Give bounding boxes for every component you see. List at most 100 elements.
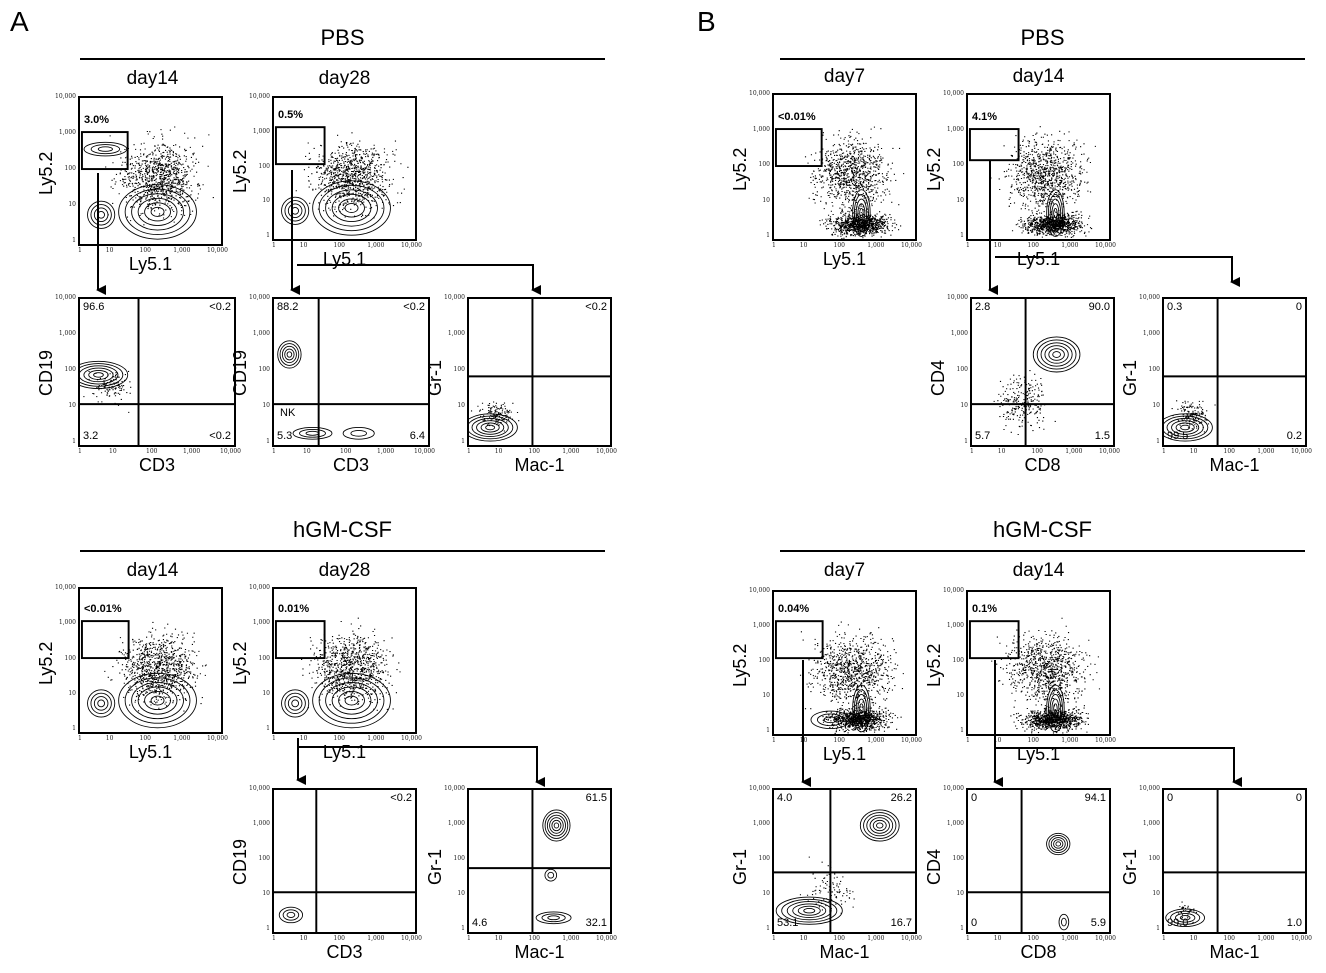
y-tick-label: 100 xyxy=(258,654,270,662)
contour-line xyxy=(547,915,560,921)
quadrant-value-ul: 88.2 xyxy=(277,301,299,313)
x-tick-label: 10,000 xyxy=(596,935,617,942)
contour-line xyxy=(480,422,500,433)
contour-line xyxy=(1036,339,1077,370)
contour-line xyxy=(90,204,112,226)
y-tick-label: 1,000 xyxy=(946,820,964,827)
x-tick-label: 1 xyxy=(966,737,970,744)
x-tick-label: 1 xyxy=(1162,448,1166,455)
quadrant-value-ur: 61.5 xyxy=(585,792,607,804)
y-tick-label: 1 xyxy=(266,725,270,732)
contour-line xyxy=(131,681,184,720)
x-tick-label: 10,000 xyxy=(1291,935,1312,942)
contour-line xyxy=(118,672,197,729)
x-tick-label: 100 xyxy=(1223,448,1235,455)
x-axis-label: Mac-1 xyxy=(1209,942,1260,962)
y-tick-label: 1,000 xyxy=(252,330,270,337)
contour-line xyxy=(853,193,869,233)
contour-line xyxy=(775,896,843,925)
gate-arrow xyxy=(995,747,1242,787)
x-tick-label: 100 xyxy=(833,935,845,942)
day-label: day7 xyxy=(823,66,866,87)
y-tick-label: 1 xyxy=(72,725,76,732)
y-tick-label: 1,000 xyxy=(752,622,770,629)
y-tick-label: 100 xyxy=(952,855,964,862)
quadrant-plot xyxy=(467,788,612,934)
gate-percentage: 0.04% xyxy=(778,603,810,615)
gate-plot xyxy=(772,590,917,736)
event-dots xyxy=(295,132,409,219)
x-tick-label: 1 xyxy=(772,935,776,942)
x-tick-label: 1,000 xyxy=(173,735,191,742)
x-axis-label: Mac-1 xyxy=(514,942,565,962)
contour-line xyxy=(816,713,844,727)
x-tick-label: 10,000 xyxy=(901,935,922,942)
x-axis-label: CD8 xyxy=(1020,942,1057,962)
y-tick-label: 10,000 xyxy=(55,294,76,301)
x-axis-label: Ly5.1 xyxy=(822,744,867,764)
panel-letter-b: B xyxy=(697,6,716,37)
x-tick-label: 10 xyxy=(799,242,808,249)
y-tick-label: 100 xyxy=(758,161,770,168)
x-tick-label: 1,000 xyxy=(1065,448,1083,455)
group-rule xyxy=(80,550,605,552)
event-dots xyxy=(105,126,214,226)
y-tick-label: 10,000 xyxy=(943,785,964,792)
contour-line xyxy=(469,415,514,440)
contour-line xyxy=(853,689,869,728)
contour-line xyxy=(284,692,306,715)
y-tick-label: 10,000 xyxy=(1139,294,1160,301)
x-tick-label: 100 xyxy=(139,247,151,254)
contour-line xyxy=(1047,689,1063,728)
x-tick-label: 10,000 xyxy=(207,247,228,254)
y-tick-label: 1 xyxy=(461,925,465,932)
contour-line xyxy=(291,699,299,708)
x-tick-label: 1 xyxy=(772,242,776,249)
y-tick-label: 1,000 xyxy=(752,820,770,827)
gate-percentage: <0.01% xyxy=(84,603,122,615)
contour-line xyxy=(1044,345,1069,364)
y-tick-label: 10,000 xyxy=(249,785,270,792)
quadrant-plot xyxy=(467,297,612,447)
quadrant-value-lr: 1.5 xyxy=(1094,430,1110,442)
quadrant-value-ur: <0.2 xyxy=(403,301,425,313)
contour-line xyxy=(331,686,372,715)
contour-line xyxy=(80,360,129,389)
quadrant-value-ur: 0 xyxy=(1295,792,1302,804)
y-tick-label: 10 xyxy=(956,692,964,699)
group-rule xyxy=(780,550,1305,552)
contour-line xyxy=(118,184,197,240)
quadrant-value-lr: 0.2 xyxy=(1286,430,1302,442)
x-tick-label: 10,000 xyxy=(901,242,922,249)
x-tick-label: 1 xyxy=(772,737,776,744)
y-tick-label: 10 xyxy=(1152,890,1160,897)
gate-box xyxy=(968,128,1020,162)
x-tick-label: 10 xyxy=(105,735,114,742)
quadrant-plot xyxy=(1162,297,1307,447)
y-tick-label: 1 xyxy=(72,438,76,445)
quadrant-value-ll: 5.7 xyxy=(975,430,991,442)
contour-line xyxy=(93,207,109,223)
contour-line xyxy=(299,428,326,438)
contour-line xyxy=(1165,908,1206,927)
y-tick-label: 10 xyxy=(262,890,270,897)
y-tick-label: 10,000 xyxy=(55,93,76,100)
x-tick-label: 100 xyxy=(1027,242,1039,249)
x-tick-label: 10 xyxy=(993,935,1002,942)
x-tick-label: 10 xyxy=(299,242,308,249)
x-tick-label: 1,000 xyxy=(367,935,385,942)
contour-line xyxy=(852,684,871,733)
contour-line xyxy=(1058,913,1070,931)
gate-percentage: <0.01% xyxy=(778,111,816,123)
contour-line xyxy=(542,809,571,842)
y-tick-label: 10 xyxy=(457,402,465,409)
contour-line xyxy=(284,348,295,361)
contour-line xyxy=(1032,336,1081,373)
x-tick-label: 10,000 xyxy=(401,242,422,249)
x-tick-label: 1 xyxy=(272,935,276,942)
x-tick-label: 10,000 xyxy=(901,737,922,744)
x-tick-label: 10,000 xyxy=(1099,448,1120,455)
event-dots xyxy=(799,856,855,914)
contour-line xyxy=(325,189,378,227)
y-tick-label: 100 xyxy=(758,657,770,664)
